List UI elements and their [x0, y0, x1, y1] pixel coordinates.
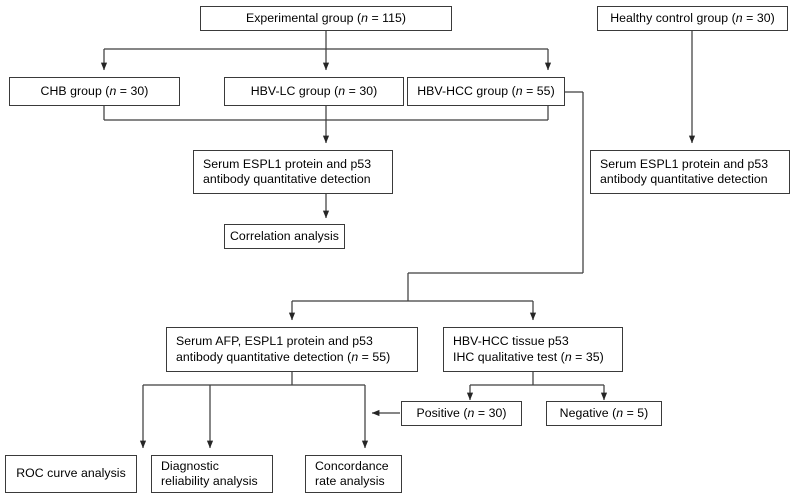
node-healthy-control-group-label: Healthy control group (n = 30)	[610, 10, 775, 25]
node-correlation-analysis[interactable]: Correlation analysis	[224, 224, 345, 249]
node-roc-curve-analysis[interactable]: ROC curve analysis	[5, 455, 137, 493]
node-chb-group[interactable]: CHB group (n = 30)	[9, 77, 180, 106]
node-chb-group-label: CHB group (n = 30)	[40, 83, 149, 98]
node-serum-afp-detection-label: Serum AFP, ESPL1 protein and p53 antibod…	[176, 334, 391, 364]
node-serum-detection-left[interactable]: Serum ESPL1 protein and p53 antibody qua…	[193, 150, 393, 194]
node-correlation-analysis-label: Correlation analysis	[230, 228, 339, 243]
node-negative[interactable]: Negative (n = 5)	[546, 401, 662, 426]
node-roc-curve-analysis-label: ROC curve analysis	[16, 466, 126, 481]
sample-size-symbol: n	[616, 405, 624, 420]
node-diagnostic-reliability-analysis[interactable]: Diagnostic reliability analysis	[151, 455, 273, 493]
node-hbv-hcc-group-label: HBV-HCC group (n = 55)	[417, 83, 555, 98]
node-hbv-hcc-group[interactable]: HBV-HCC group (n = 55)	[407, 77, 565, 106]
node-positive[interactable]: Positive (n = 30)	[401, 401, 522, 426]
sample-size-symbol: n	[351, 349, 359, 364]
sample-size-symbol: n	[109, 83, 117, 98]
sample-size-symbol: n	[515, 83, 523, 98]
node-hbv-lc-group[interactable]: HBV-LC group (n = 30)	[224, 77, 404, 106]
sample-size-symbol: n	[338, 83, 346, 98]
node-experimental-group-label: Experimental group (n = 115)	[245, 10, 407, 25]
node-serum-detection-right-label: Serum ESPL1 protein and p53 antibody qua…	[600, 156, 769, 187]
node-positive-label: Positive (n = 30)	[416, 405, 507, 420]
node-experimental-group[interactable]: Experimental group (n = 115)	[200, 6, 452, 31]
sample-size-symbol: n	[361, 10, 368, 25]
node-diagnostic-reliability-analysis-label: Diagnostic reliability analysis	[161, 458, 258, 489]
node-concordance-rate-analysis-label: Concordance rate analysis	[315, 458, 389, 489]
sample-size-symbol: n	[735, 10, 743, 25]
node-negative-label: Negative (n = 5)	[559, 405, 649, 420]
node-concordance-rate-analysis[interactable]: Concordance rate analysis	[305, 455, 402, 493]
node-hbv-lc-group-label: HBV-LC group (n = 30)	[250, 83, 378, 98]
sample-size-symbol: n	[564, 349, 572, 364]
node-healthy-control-group[interactable]: Healthy control group (n = 30)	[597, 6, 788, 31]
node-hbv-hcc-tissue-ihc-label: HBV-HCC tissue p53 IHC qualitative test …	[453, 334, 604, 364]
node-hbv-hcc-tissue-ihc[interactable]: HBV-HCC tissue p53 IHC qualitative test …	[443, 327, 623, 372]
node-serum-detection-right[interactable]: Serum ESPL1 protein and p53 antibody qua…	[590, 150, 790, 194]
sample-size-symbol: n	[467, 405, 475, 420]
node-serum-afp-detection[interactable]: Serum AFP, ESPL1 protein and p53 antibod…	[166, 327, 418, 372]
node-serum-detection-left-label: Serum ESPL1 protein and p53 antibody qua…	[203, 156, 372, 187]
